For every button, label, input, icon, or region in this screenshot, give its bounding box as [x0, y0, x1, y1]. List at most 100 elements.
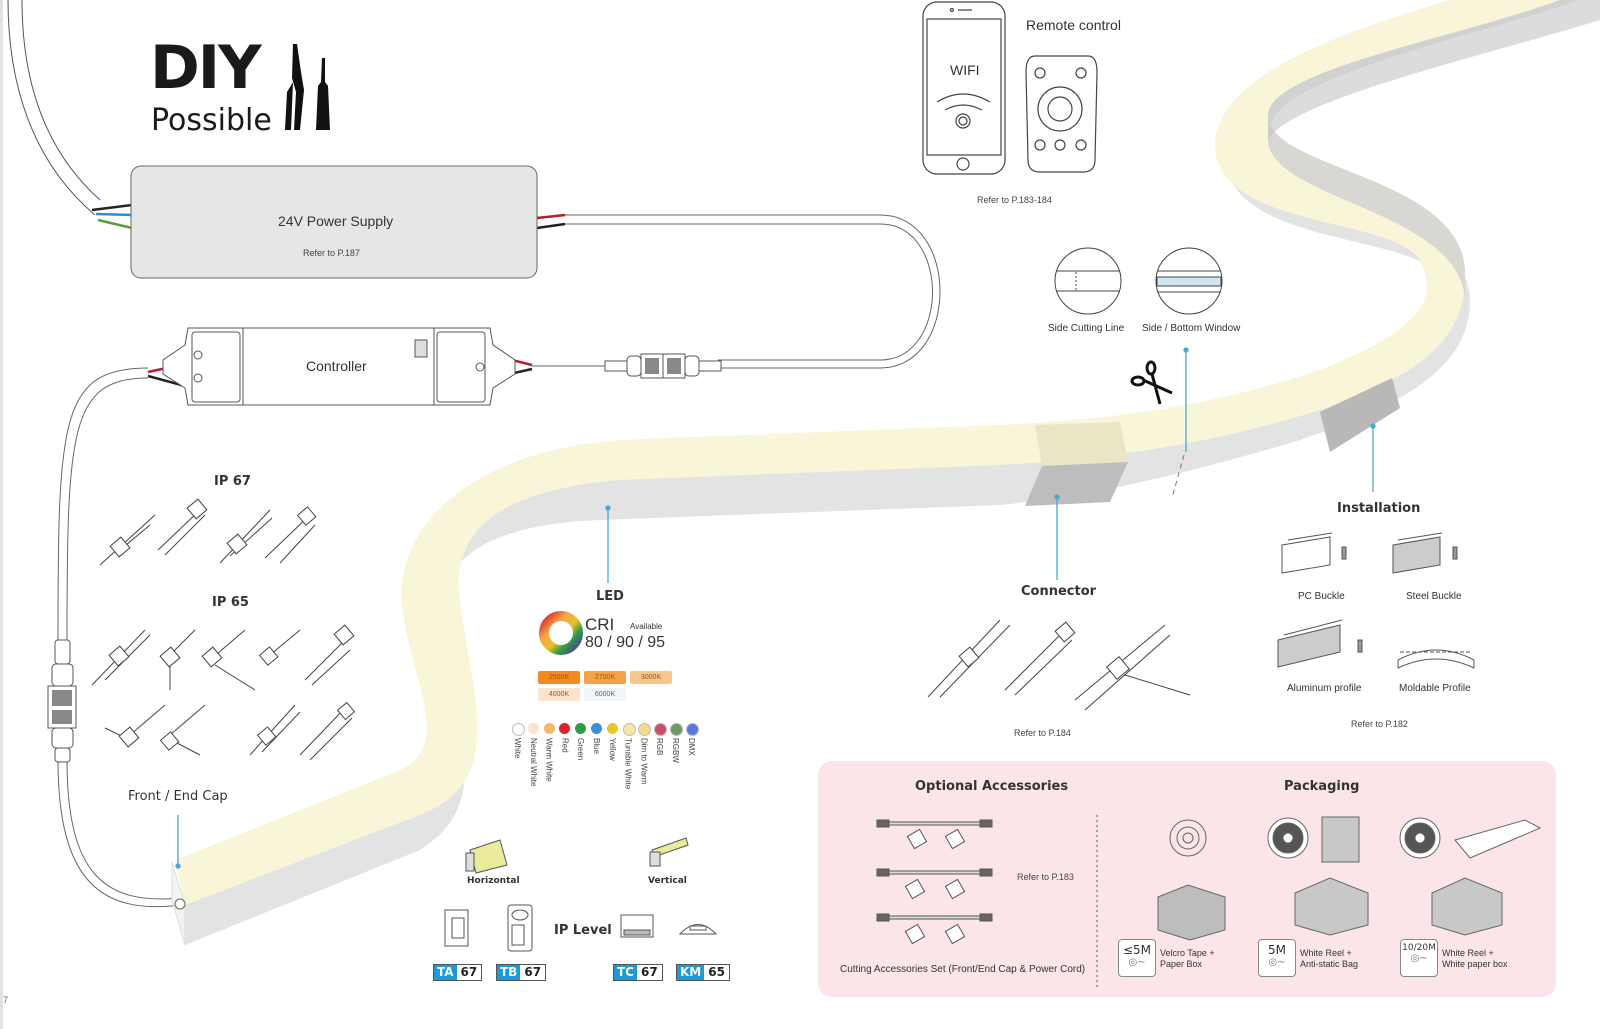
connector-illustrations	[927, 619, 1191, 711]
installation-item-moldable-profile: Moldable Profile	[1399, 683, 1471, 694]
ip65-cap-4	[258, 629, 301, 666]
color-temp-chip: 6000K	[584, 688, 626, 701]
side-cutting-line-label: Side Cutting Line	[1048, 323, 1125, 334]
callout-lines	[175, 347, 1376, 869]
smartphone-icon	[922, 1, 1006, 175]
packaging-length-badge: 10/20M◎∼	[1400, 939, 1438, 977]
end-cap-illustrations	[91, 498, 356, 761]
led-color-label: Yellow	[607, 738, 617, 761]
controller-box	[162, 327, 516, 406]
inline-connector	[47, 639, 77, 763]
ip65-cap-3	[201, 629, 256, 691]
aluminum-profile-icon	[1277, 619, 1363, 668]
packaging-desc-line1: White Reel +	[1442, 948, 1494, 958]
connector-ref: Refer to P.184	[1014, 728, 1071, 738]
profile-ta-icon	[444, 909, 469, 947]
diy-title: DIY	[150, 33, 262, 103]
led-color-label: Tunable White	[623, 738, 633, 790]
ip-badge-value: 67	[637, 965, 662, 980]
side-bottom-window-label: Side / Bottom Window	[1142, 323, 1241, 334]
led-color-label: Green	[576, 738, 586, 761]
ip-badge-code: TC	[614, 965, 637, 980]
led-color-dot	[638, 723, 652, 736]
led-color-dot	[622, 723, 636, 736]
ip65-cap-5	[304, 624, 355, 686]
side-bottom-window-diagram	[1155, 247, 1223, 315]
scissors-icon	[1130, 360, 1173, 405]
cri-color-wheel	[539, 611, 583, 655]
neon-strip	[171, 0, 1600, 946]
mains-wires	[91, 203, 133, 230]
horizontal-bending-label: Horizontal	[467, 876, 520, 886]
power-supply-box	[130, 165, 538, 279]
installation-ref: Refer to P.182	[1351, 719, 1408, 729]
connector-heading: Connector	[1021, 584, 1097, 599]
vertical-bending-diagram	[649, 837, 689, 867]
mains-cable	[7, 0, 101, 216]
cri-label: CRI	[585, 615, 615, 634]
led-color-dot	[512, 723, 525, 736]
diy-subtitle: Possible	[151, 103, 272, 138]
pliers-screwdriver-icon	[285, 44, 330, 130]
reel-icon: ◎∼	[1128, 957, 1146, 968]
page-number: 7	[3, 995, 9, 1005]
led-heading: LED	[596, 589, 624, 604]
profile-tc-icon	[620, 914, 654, 938]
accessories-ref: Refer to P.183	[1017, 872, 1074, 882]
horizontal-bending-diagram	[465, 839, 508, 874]
ip67-heading: IP 67	[214, 474, 251, 489]
ip-badge-value: 67	[520, 965, 546, 980]
packaging-desc-line1: White Reel +	[1300, 948, 1352, 958]
optional-accessories-heading: Optional Accessories	[915, 779, 1069, 794]
led-color-label: Dim to Warm	[639, 738, 649, 785]
ip67-cap-2	[157, 498, 208, 556]
remote-control-title: Remote control	[1026, 17, 1121, 33]
pc-buckle-icon	[1281, 532, 1347, 574]
ps-to-controller-cable	[565, 214, 941, 369]
led-color-dot	[527, 723, 539, 734]
packaging-desc-line2: Anti-static Bag	[1300, 959, 1359, 969]
ip65-cap-9	[299, 701, 356, 761]
led-color-label: RGBW	[671, 738, 680, 763]
packaging-heading: Packaging	[1284, 779, 1360, 794]
phone-wifi-label: WIFI	[950, 62, 980, 78]
ip-badge-value: 65	[704, 965, 729, 980]
led-color-label: White	[513, 738, 522, 759]
led-color-dot	[543, 723, 555, 734]
vertical-bending-label: Vertical	[648, 876, 687, 886]
ip65-cap-1	[91, 629, 151, 686]
color-temp-chip: 3000K	[630, 671, 672, 684]
packaging-desc-line2: Paper Box	[1160, 959, 1203, 969]
power-supply-ref: Refer to P.187	[303, 248, 360, 258]
packaging-desc-line1: Velcro Tape +	[1160, 948, 1215, 958]
remote-ref: Refer to P.183-184	[977, 195, 1052, 205]
connector-end-feed	[927, 619, 1011, 698]
ip-badge-value: 67	[456, 965, 482, 980]
ip65-cap-2	[159, 629, 196, 690]
installation-illustrations	[1277, 532, 1475, 669]
controller-to-strip-cable	[57, 367, 181, 908]
led-color-dot	[559, 723, 571, 734]
packaging-length: 5M	[1268, 943, 1286, 957]
ip-badge-code: KM	[677, 965, 705, 980]
led-color-label: Red	[560, 738, 570, 753]
ip65-heading: IP 65	[212, 595, 249, 610]
installation-item-aluminum-profile: Aluminum profile	[1287, 683, 1362, 694]
led-color-dot	[575, 723, 587, 734]
packaging-length-badge: 5M◎∼	[1258, 939, 1296, 977]
ip-profiles	[444, 904, 718, 952]
power-supply-label: 24V Power Supply	[278, 213, 394, 229]
led-color-dot	[670, 723, 683, 736]
ip67-cap-3	[219, 509, 273, 564]
reel-icon: ◎∼	[1410, 953, 1428, 964]
led-color-label: DMX	[686, 738, 696, 756]
front-end-cap-label: Front / End Cap	[128, 789, 228, 804]
controller-label: Controller	[306, 358, 367, 374]
led-color-label: Blue	[592, 738, 601, 755]
color-temp-chip: 2700K	[584, 671, 626, 684]
accessories-caption: Cutting Accessories Set (Front/End Cap &…	[840, 964, 1086, 975]
